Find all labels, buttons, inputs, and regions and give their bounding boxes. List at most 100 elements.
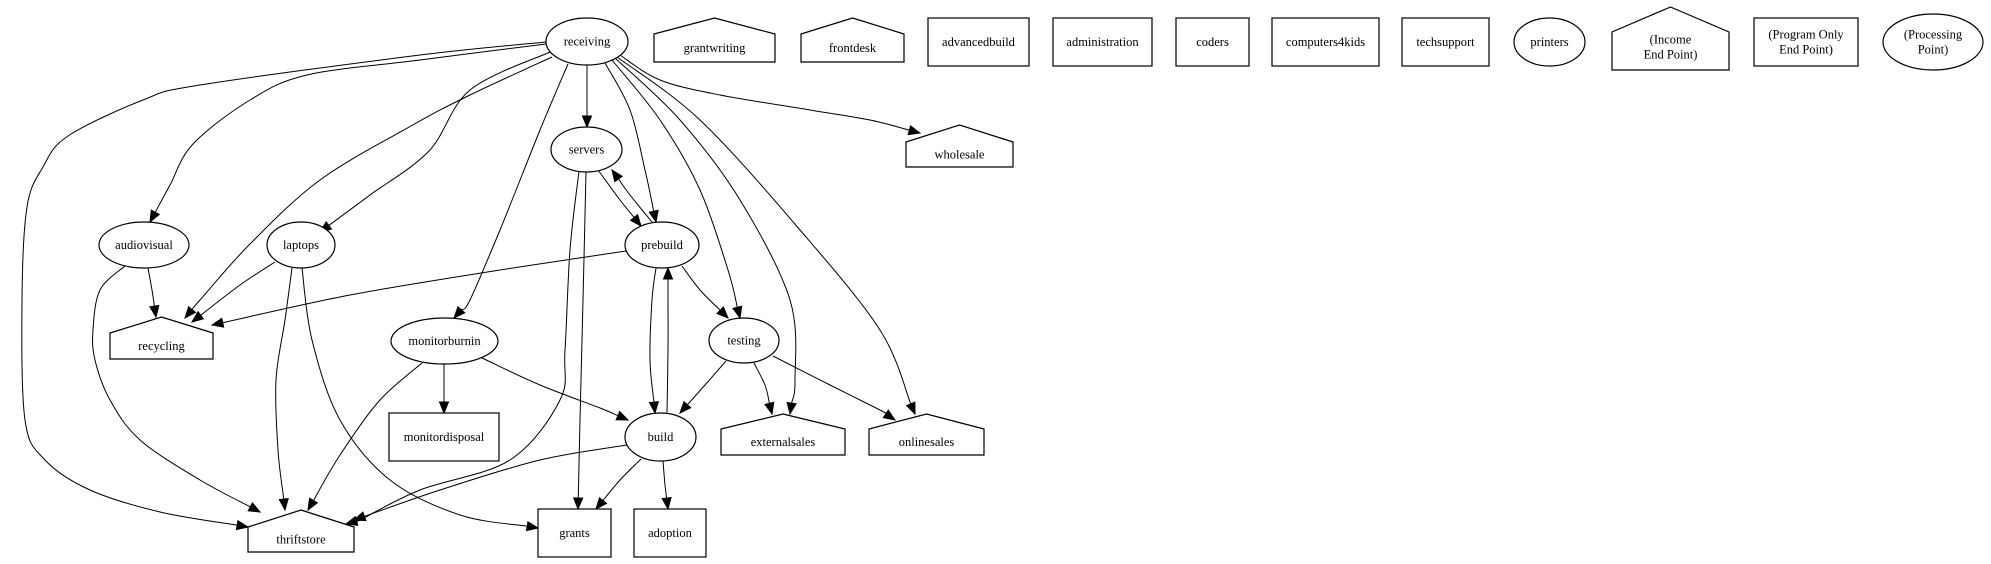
edge-line bbox=[602, 458, 642, 501]
node-label: Point) bbox=[1918, 43, 1949, 57]
node-label: servers bbox=[569, 143, 605, 157]
node-label: wholesale bbox=[935, 148, 985, 162]
edge-build-to-adoption bbox=[661, 460, 672, 511]
node-wholesale[interactable]: wholesale bbox=[905, 124, 1014, 168]
node-thriftstore[interactable]: thriftstore bbox=[247, 509, 355, 553]
edge-testing-to-build bbox=[679, 360, 727, 414]
arrowhead-icon bbox=[525, 520, 540, 532]
house-shape bbox=[800, 17, 905, 63]
edge-monitorburnin-to-thriftstore bbox=[307, 362, 423, 512]
node-externalsales[interactable]: externalsales bbox=[720, 413, 846, 456]
node-administration[interactable]: administration bbox=[1052, 17, 1153, 67]
node-grants[interactable]: grants bbox=[537, 508, 612, 558]
node-label: monitorburnin bbox=[408, 334, 481, 348]
node-printers[interactable]: printers bbox=[1513, 17, 1586, 67]
edge-line bbox=[577, 171, 587, 499]
arrowhead-icon bbox=[648, 401, 660, 415]
node-frontdesk[interactable]: frontdesk bbox=[800, 17, 905, 63]
ellipse-shape bbox=[624, 412, 697, 462]
arrowhead-icon bbox=[235, 519, 250, 531]
edge-line bbox=[616, 56, 912, 405]
node-label: grantwriting bbox=[684, 41, 747, 55]
edge-line bbox=[604, 62, 655, 212]
node-label: receiving bbox=[564, 35, 611, 49]
edge-line bbox=[614, 57, 797, 404]
edge-receiving-to-onlinesales bbox=[616, 56, 916, 416]
house-shape bbox=[1611, 6, 1730, 71]
edge-audiovisual-to-recycling bbox=[147, 267, 160, 319]
node-label: recycling bbox=[138, 339, 185, 353]
edge-line bbox=[364, 444, 628, 517]
edge-line bbox=[301, 267, 528, 527]
node-monitordisposal[interactable]: monitordisposal bbox=[388, 412, 500, 462]
arrowhead-icon bbox=[679, 400, 692, 414]
node-onlinesales[interactable]: onlinesales bbox=[868, 413, 985, 456]
node-receiving[interactable]: receiving bbox=[545, 17, 629, 66]
box-shape bbox=[1271, 17, 1380, 67]
node-monitorburnin[interactable]: monitorburnin bbox=[390, 317, 499, 365]
arrowhead-icon bbox=[629, 213, 642, 228]
node-label: frontdesk bbox=[829, 41, 877, 55]
node-laptops[interactable]: laptops bbox=[266, 221, 336, 269]
node-label: (Income bbox=[1650, 33, 1692, 47]
edge-line bbox=[619, 54, 910, 131]
arrowhead-icon bbox=[764, 401, 775, 416]
arrowhead-icon bbox=[615, 410, 630, 421]
arrowhead-icon bbox=[716, 306, 729, 319]
node-coders[interactable]: coders bbox=[1175, 17, 1250, 67]
edge-line bbox=[92, 265, 251, 508]
edge-line bbox=[597, 169, 635, 218]
edge-line bbox=[328, 51, 551, 226]
nodes-layer: receiving grantwriting frontdesk advancedbu… bbox=[98, 6, 1984, 558]
node-prebuild[interactable]: prebuild bbox=[624, 221, 700, 269]
edge-line bbox=[666, 279, 669, 414]
edge-line bbox=[154, 43, 547, 213]
edge-monitorburnin-to-monitordisposal bbox=[438, 364, 450, 415]
edge-monitorburnin-to-build bbox=[481, 357, 630, 421]
node-label: grants bbox=[559, 526, 590, 540]
box-shape bbox=[388, 412, 500, 462]
node-advancedbuild[interactable]: advancedbuild bbox=[927, 17, 1030, 67]
node-grantwriting[interactable]: grantwriting bbox=[653, 17, 776, 63]
node-label: End Point) bbox=[1644, 48, 1698, 62]
edge-receiving-to-externalsales bbox=[614, 57, 797, 416]
node-servers[interactable]: servers bbox=[550, 126, 623, 173]
node-label: build bbox=[648, 430, 674, 444]
node-computers4kids[interactable]: computers4kids bbox=[1271, 17, 1380, 67]
edge-line bbox=[460, 63, 569, 311]
edge-receiving-to-laptops bbox=[318, 51, 551, 233]
ellipse-shape bbox=[98, 221, 190, 269]
arrowhead-icon bbox=[352, 511, 367, 522]
node-adoption[interactable]: adoption bbox=[633, 508, 707, 558]
node-techsupport[interactable]: techsupport bbox=[1401, 17, 1490, 67]
edge-receiving-to-audiovisual bbox=[149, 43, 547, 224]
ellipse-shape bbox=[1513, 17, 1586, 67]
node-label: monitordisposal bbox=[404, 430, 485, 444]
arrowhead-icon bbox=[307, 497, 319, 512]
edge-receiving-to-testing bbox=[611, 59, 743, 320]
edge-line bbox=[222, 250, 627, 324]
arrowhead-icon bbox=[453, 305, 466, 319]
arrowhead-icon bbox=[572, 497, 584, 511]
edge-line bbox=[481, 357, 619, 417]
arrowhead-icon bbox=[190, 310, 205, 323]
edge-laptops-to-recycling bbox=[190, 261, 276, 323]
node-label: coders bbox=[1196, 35, 1229, 49]
edge-receiving-to-wholesale bbox=[619, 54, 922, 136]
house-shape bbox=[868, 413, 985, 456]
edge-line bbox=[649, 267, 657, 403]
node-testing[interactable]: testing bbox=[708, 317, 780, 364]
box-shape bbox=[633, 508, 707, 558]
node-recycling[interactable]: recycling bbox=[109, 316, 214, 360]
node-audiovisual[interactable]: audiovisual bbox=[98, 221, 190, 269]
edge-line bbox=[611, 59, 738, 308]
node-build[interactable]: build bbox=[624, 412, 697, 462]
arrowhead-icon bbox=[149, 304, 160, 319]
edge-line bbox=[275, 267, 293, 500]
edge-prebuild-to-build bbox=[648, 267, 660, 415]
ellipse-shape bbox=[545, 17, 629, 66]
arrowhead-icon bbox=[595, 496, 608, 511]
